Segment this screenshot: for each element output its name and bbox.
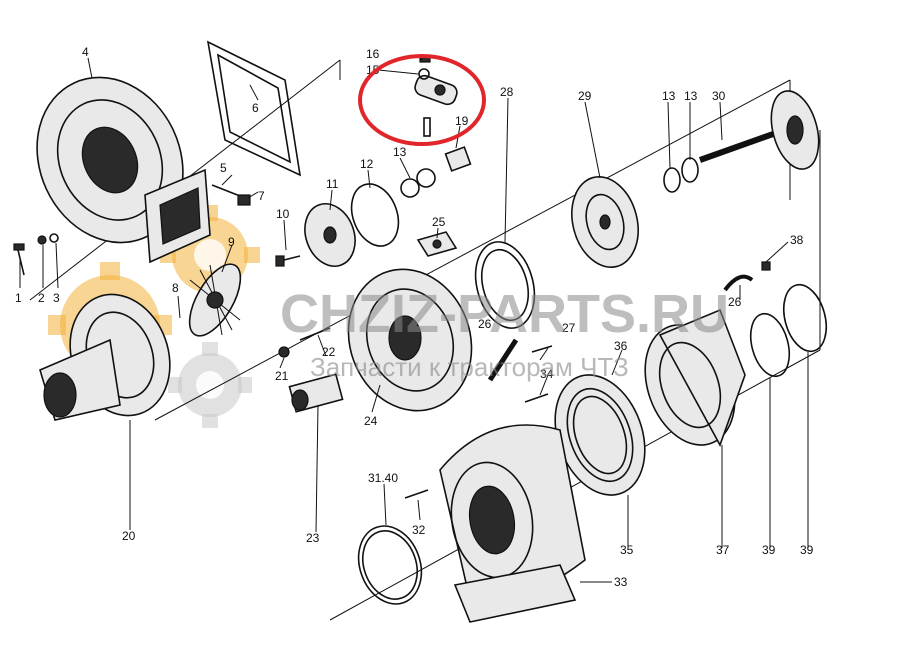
label-part-7: 7 (258, 189, 265, 203)
part-compressor-housing (36, 76, 211, 264)
part-bearing-housing (347, 268, 473, 412)
leader-lines (19, 55, 809, 583)
label-part-23: 23 (306, 531, 320, 545)
part-impeller (188, 263, 242, 337)
label-part-4: 4 (82, 45, 89, 59)
label-part-26a: 26 (478, 317, 492, 331)
part-flange (416, 231, 458, 257)
label-part-35: 35 (620, 543, 634, 557)
part-rotor-shaft (663, 90, 820, 193)
part-labels: 1 2 3 4 5 6 7 8 9 10 11 12 13 13 13 15 1… (15, 45, 814, 589)
label-part-37: 37 (716, 543, 730, 557)
part-gasket-ring-stud (357, 489, 429, 605)
label-part-20: 20 (122, 529, 136, 543)
label-part-5: 5 (220, 161, 227, 175)
label-part-38: 38 (790, 233, 804, 247)
label-part-11: 11 (326, 177, 339, 191)
label-part-6: 6 (252, 101, 259, 115)
part-sleeve-bolts (278, 327, 344, 413)
label-part-1: 1 (15, 291, 22, 305)
label-part-10: 10 (276, 207, 290, 221)
label-part-27: 27 (562, 321, 576, 335)
label-part-33: 33 (614, 575, 628, 589)
part-disk (571, 176, 639, 268)
label-part-8: 8 (172, 281, 179, 295)
label-part-12: 12 (360, 157, 374, 171)
part-turbine-outlet (39, 293, 171, 421)
watermark-tagline: Запчасти к тракторам ЧТЗ (310, 352, 629, 382)
label-part-39b: 39 (800, 543, 814, 557)
label-part-24: 24 (364, 414, 378, 428)
label-part-9: 9 (228, 235, 235, 249)
part-ring-gasket (474, 241, 536, 329)
part-turbine-housing (439, 424, 586, 623)
label-part-15: 15 (366, 63, 380, 77)
watermark-brand: CHZIZ-PARTS.RU (280, 284, 729, 344)
label-part-32: 32 (412, 523, 426, 537)
highlight-circle (358, 54, 486, 146)
label-part-2: 2 (38, 291, 45, 305)
label-part-21: 21 (275, 369, 289, 383)
part-plate-seal (275, 183, 400, 267)
label-part-16: 16 (366, 47, 380, 61)
label-part-13a: 13 (393, 145, 407, 159)
label-part-3: 3 (53, 291, 60, 305)
part-shroud (644, 308, 746, 447)
label-part-26b: 26 (728, 295, 742, 309)
label-part-25: 25 (432, 215, 446, 229)
label-part-30: 30 (712, 89, 726, 103)
label-part-28: 28 (500, 85, 514, 99)
label-part-13b: 13 (662, 89, 676, 103)
label-part-13c: 13 (684, 89, 698, 103)
part-small-fittings (400, 55, 472, 198)
label-part-19: 19 (455, 114, 469, 128)
part-bolts-left (13, 184, 251, 276)
label-part-39a: 39 (762, 543, 776, 557)
label-part-36: 36 (614, 339, 628, 353)
part-seal-rings (749, 283, 828, 378)
label-part-34: 34 (540, 367, 554, 381)
part-gasket (206, 40, 302, 177)
label-part-29: 29 (578, 89, 592, 103)
label-part-22: 22 (322, 345, 336, 359)
label-part-31-40: 31.40 (368, 471, 398, 485)
